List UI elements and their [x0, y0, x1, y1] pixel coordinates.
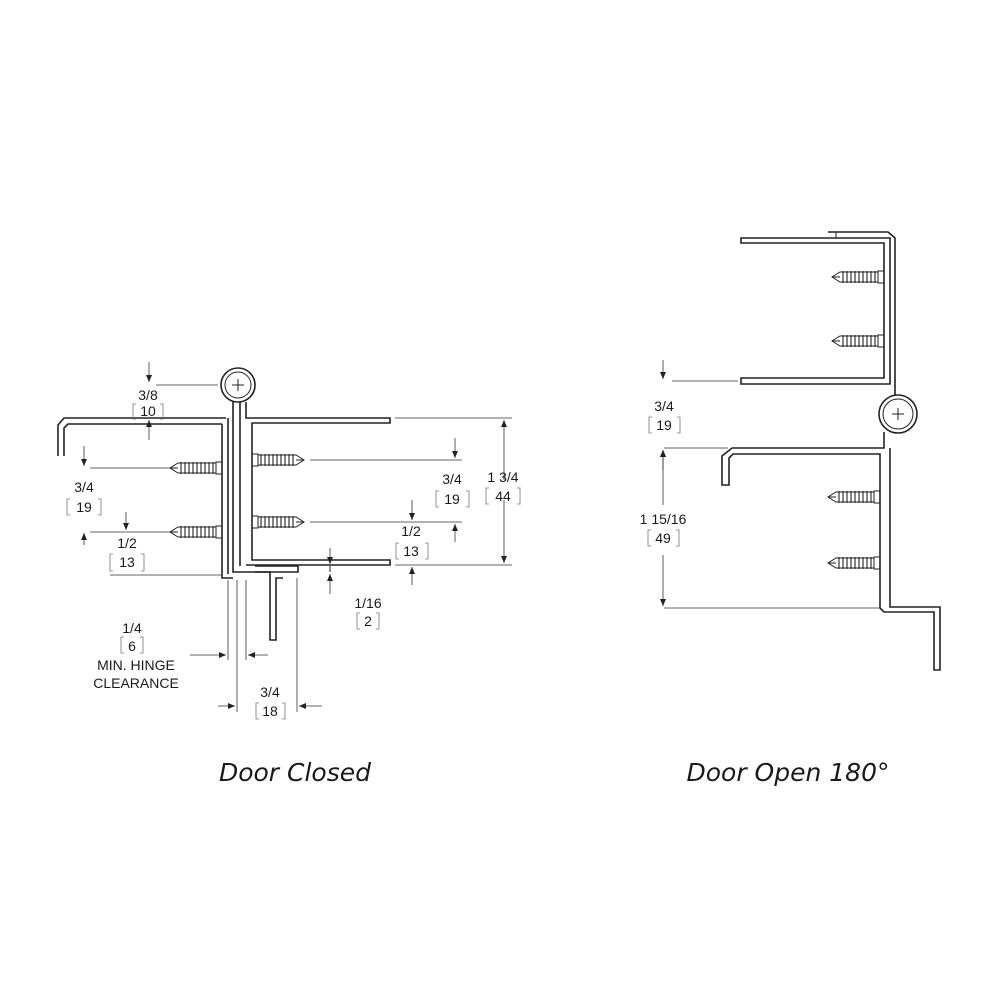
- dim-leaf-width: 3/4 18: [218, 578, 322, 720]
- dim-screw-spacing-right-mm: 19: [444, 491, 460, 507]
- screw-icon: [828, 491, 880, 503]
- hinge-knuckle: [878, 394, 918, 434]
- dim-edge-screw-left-inch: 1/2: [117, 535, 137, 551]
- caption-door-closed: Door Closed: [219, 758, 371, 787]
- dim-screw-spacing-left: 3/4 19: [66, 446, 170, 545]
- dim-pin-offset-inch: 3/8: [138, 387, 158, 403]
- min-clearance-label-2: CLEARANCE: [93, 675, 179, 691]
- dim-leaf-width-mm: 18: [262, 703, 278, 719]
- screw-icon: [251, 515, 305, 529]
- min-clearance-label-1: MIN. HINGE: [97, 657, 175, 673]
- dim-edge-screw-right-inch: 1/2: [401, 523, 421, 539]
- screw-icon: [170, 462, 222, 474]
- door-leaf-right: [245, 402, 391, 573]
- dim-leaf-depth-inch: 1 15/16: [640, 511, 687, 527]
- dim-leaf-depth-mm: 49: [655, 530, 671, 546]
- dim-gap-inch: 1/16: [354, 595, 381, 611]
- dim-pin-to-leaf-inch: 3/4: [654, 398, 674, 414]
- caption-door-open: Door Open 180°: [686, 758, 889, 787]
- dim-gap: 1/16 2: [327, 548, 382, 630]
- dim-door-thickness-inch: 1 3/4: [487, 469, 518, 485]
- door-open-view: 3/4 19 1 15/16 49 Door Open 180°: [640, 231, 941, 787]
- dim-pin-to-leaf-mm: 19: [656, 417, 672, 433]
- dim-door-thickness: 1 3/4 44: [395, 417, 521, 566]
- screw-icon: [170, 526, 222, 538]
- dim-screw-spacing-right-inch: 3/4: [442, 471, 462, 487]
- lower-leaf: [721, 432, 941, 671]
- upper-leaf: [740, 231, 896, 396]
- dim-screw-spacing-left-inch: 3/4: [74, 479, 94, 495]
- dim-leaf-depth: 1 15/16 49: [640, 450, 880, 609]
- dim-pin-to-leaf: 3/4 19: [648, 360, 738, 470]
- screw-icon: [832, 271, 884, 283]
- dim-min-clearance-mm: 6: [128, 638, 136, 654]
- dim-leaf-width-inch: 3/4: [260, 684, 280, 700]
- dim-min-clearance-inch: 1/4: [122, 620, 142, 636]
- dim-screw-spacing-left-mm: 19: [76, 499, 92, 515]
- dim-pin-offset-mm: 10: [140, 403, 156, 419]
- dim-min-clearance: 1/4 6 MIN. HINGE CLEARANCE: [93, 580, 268, 691]
- hinge-knuckle: [220, 367, 256, 403]
- dim-screw-spacing-right: 3/4 19: [310, 438, 470, 542]
- frame-leaf-left: [57, 402, 283, 641]
- screw-icon: [832, 335, 884, 347]
- dim-edge-screw-left-mm: 13: [119, 554, 135, 570]
- screw-icon: [828, 557, 880, 569]
- dim-pin-offset: 3/8 10: [132, 362, 218, 440]
- door-closed-view: 3/8 10 3/4 19 1/2 13: [57, 362, 521, 787]
- dim-edge-screw-right: 1/2 13: [395, 500, 429, 585]
- dim-edge-screw-right-mm: 13: [403, 543, 419, 559]
- dim-door-thickness-mm: 44: [495, 488, 511, 504]
- screw-icon: [251, 453, 305, 467]
- dim-edge-screw-left: 1/2 13: [90, 512, 222, 576]
- dim-gap-mm: 2: [364, 613, 372, 629]
